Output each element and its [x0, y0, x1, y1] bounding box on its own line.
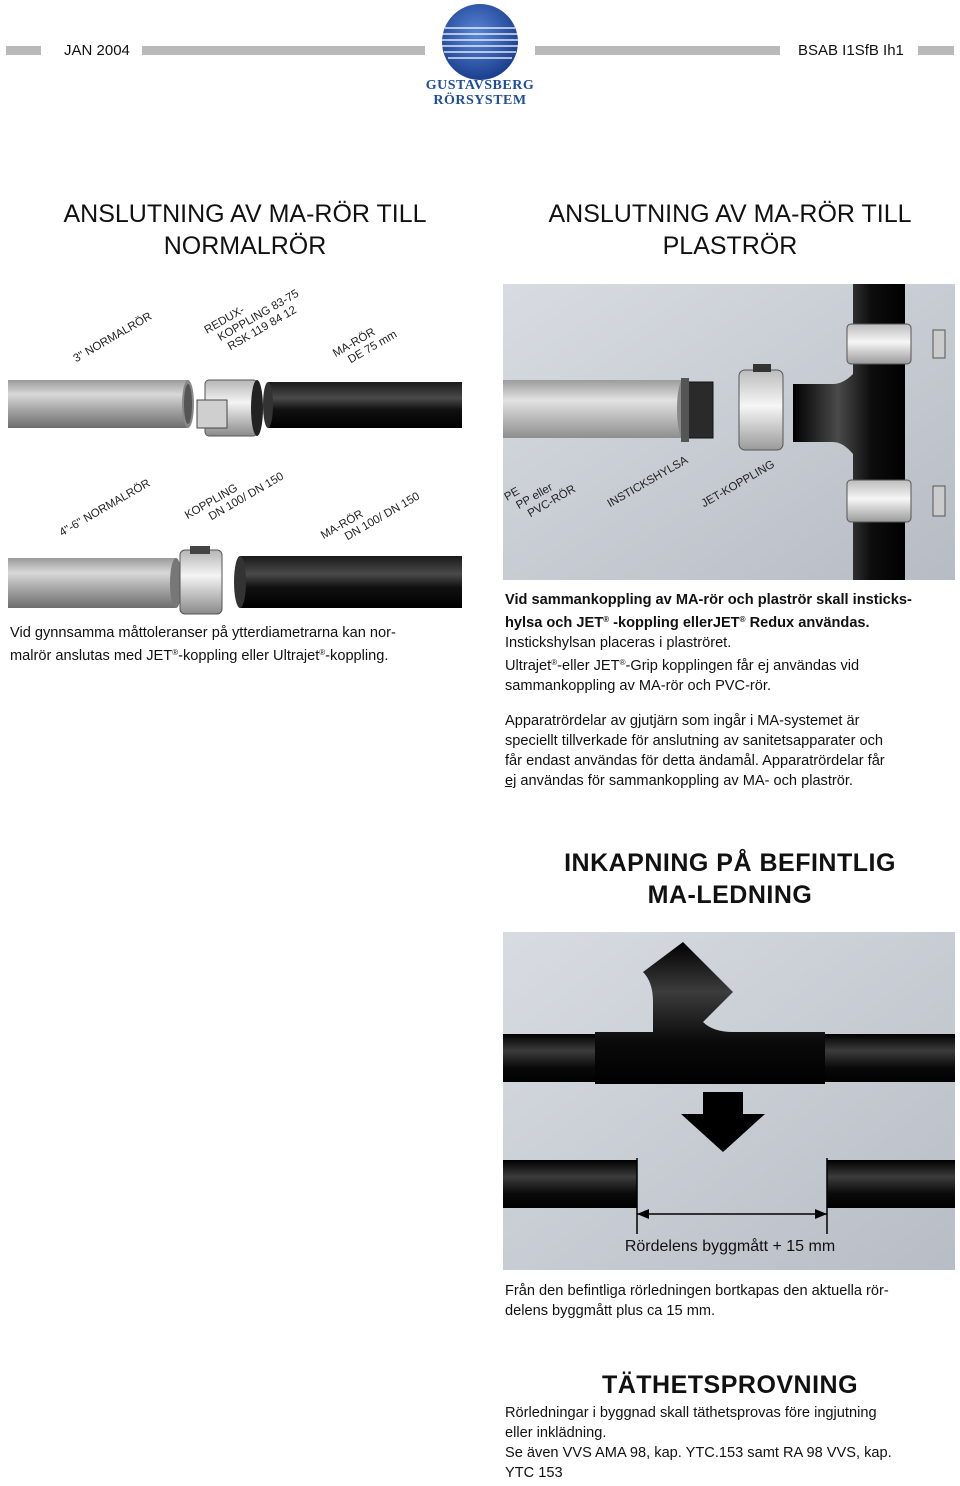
- pipe-top-right: [825, 1034, 955, 1082]
- left-title: ANSLUTNING AV MA-RÖR TILL NORMALRÖR: [63, 200, 427, 260]
- inkapning-paragraph: Från den befintliga rörledningen bortkap…: [505, 1283, 889, 1319]
- jet-band-bottom: [846, 479, 912, 523]
- pipe-top-left: [503, 1034, 595, 1082]
- jet-koppling: [179, 549, 223, 615]
- header-bar-left-1: [6, 46, 41, 55]
- header-date: JAN 2004: [64, 42, 130, 59]
- right-paragraph-1: Vid sammankoppling av MA-rör och plaströ…: [505, 592, 912, 694]
- label-redux-koppling: REDUX- KOPPLING 83-75 RSK 119 84 12: [202, 287, 302, 354]
- header-bar-right-1: [535, 46, 780, 55]
- normalror-3-pipe: [8, 380, 188, 428]
- header-bar-left-2: [142, 46, 425, 55]
- left-pipe-illustration: [8, 379, 462, 615]
- gustavsberg-logo-icon: [442, 4, 518, 80]
- right-paragraph-2: Apparatrördelar av gjutjärn som ingår i …: [505, 713, 885, 789]
- brand-name-line2: RÖRSYSTEM: [433, 93, 527, 108]
- dimension-label: Rördelens byggmått + 15 mm: [624, 1238, 836, 1255]
- right-pipe-illustration: [503, 284, 955, 580]
- jet-koppling-right: [738, 369, 784, 451]
- header-code: BSAB I1SfB Ih1: [798, 42, 904, 59]
- tathet-title: TÄTHETSPROVNING: [601, 1371, 859, 1399]
- y-fitting: [595, 942, 825, 1084]
- plastror-pipe: [503, 380, 683, 438]
- jet-band-top: [846, 323, 912, 365]
- tathet-paragraph: Rörledningar i byggnad skall täthetsprov…: [505, 1405, 892, 1481]
- label-normalror-3: 3" NORMALRÖR: [71, 310, 155, 366]
- down-arrow-icon: [681, 1092, 765, 1152]
- inkapning-illustration: [503, 932, 955, 1270]
- header-bar-right-2: [918, 46, 954, 55]
- maror-75-pipe: [268, 382, 462, 428]
- pipe-bottom-right: [827, 1160, 955, 1208]
- right-title: ANSLUTNING AV MA-RÖR TILL PLASTRÖR: [548, 200, 912, 260]
- inkapning-title: INKAPNING PÅ BEFINTLIG MA-LEDNING: [564, 849, 896, 909]
- left-paragraph: Vid gynnsamma måttoleranser på ytterdiam…: [10, 625, 396, 664]
- brand-name-line1: GUSTAVSBERG: [425, 78, 535, 93]
- pipe-bottom-left: [503, 1160, 637, 1208]
- maror-100-pipe: [240, 556, 462, 608]
- normalror-46-pipe: [8, 558, 176, 608]
